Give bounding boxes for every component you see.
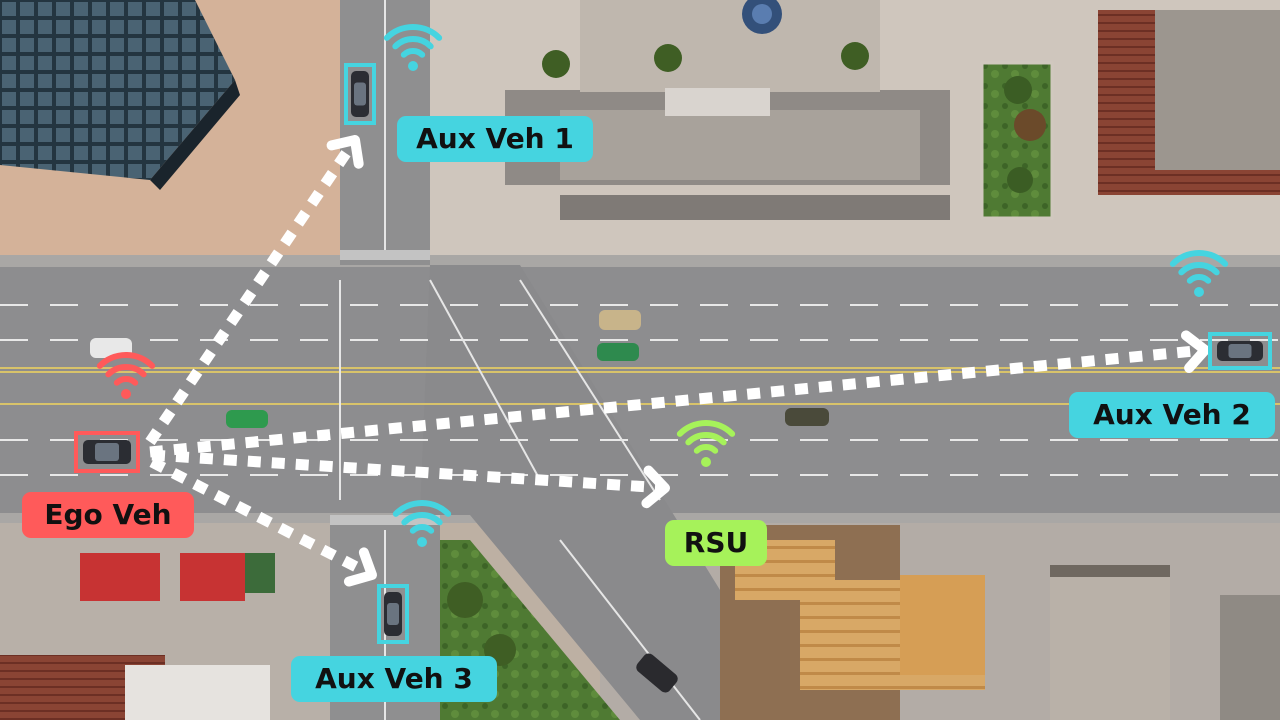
traffic-cars [90, 310, 829, 693]
link-ego-aux2 [149, 330, 1210, 458]
link-line [149, 344, 1206, 458]
car-icon [74, 431, 140, 473]
arrow-icon [1180, 330, 1210, 373]
wifi-icon [676, 420, 736, 467]
car-icon [377, 584, 409, 644]
arrow-icon [326, 135, 364, 169]
arrow-icon [343, 547, 377, 587]
node-ego [74, 352, 156, 473]
wifi-icon [383, 24, 443, 71]
link-ego-aux1 [145, 135, 364, 446]
wifi-icon [392, 500, 452, 547]
node-aux1 [344, 24, 443, 125]
node-aux3 [377, 500, 452, 644]
car-icon [344, 63, 376, 125]
aux-veh-1-label: Aux Veh 1 [397, 116, 593, 162]
ego-veh-label: Ego Veh [22, 492, 194, 538]
v2x-links [145, 135, 1210, 587]
aux-veh-2-label: Aux Veh 2 [1069, 392, 1275, 438]
link-ego-rsu [151, 449, 670, 509]
wifi-icon [1169, 250, 1229, 297]
v2x-nodes [74, 24, 1272, 644]
car-icon [1208, 332, 1272, 370]
link-ego-aux3 [149, 457, 377, 587]
wifi-icon [96, 352, 156, 399]
rsu-label: RSU [665, 520, 767, 566]
link-line [149, 457, 375, 580]
node-rsu [676, 420, 736, 467]
node-aux2 [1169, 250, 1272, 370]
link-line [145, 136, 360, 446]
aux-veh-3-label: Aux Veh 3 [291, 656, 497, 702]
arrow-icon [641, 465, 670, 509]
